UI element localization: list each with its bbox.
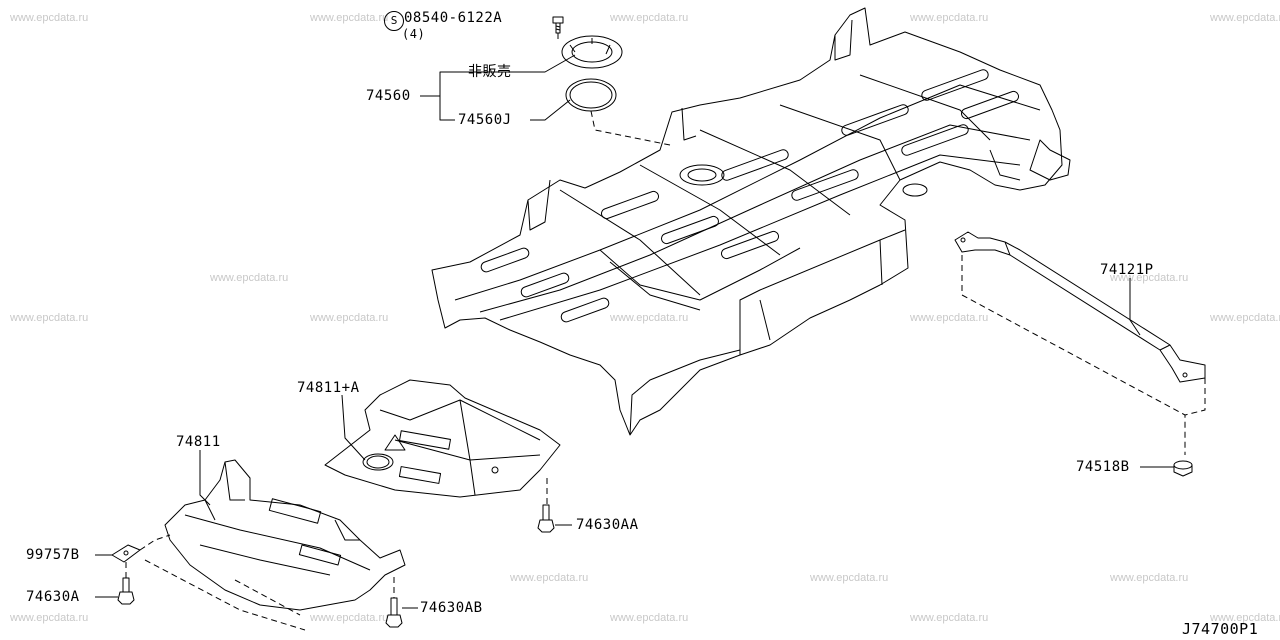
dashed-lines — [125, 33, 1206, 631]
watermark: www.epcdata.ru — [10, 612, 89, 624]
watermark: www.epcdata.ru — [610, 12, 689, 24]
screw-drawing — [552, 16, 564, 34]
watermark: www.epcdata.ru — [1210, 12, 1280, 24]
watermark: www.epcdata.ru — [910, 312, 989, 324]
nut-drawing — [1173, 460, 1193, 477]
watermark: www.epcdata.ru — [910, 612, 989, 624]
watermark: www.epcdata.ru — [310, 12, 389, 24]
diagram-code: J74700P1 — [1182, 620, 1259, 638]
watermark: www.epcdata.ru — [810, 572, 889, 584]
part-number-74121p: 74121P — [1100, 262, 1154, 278]
bolt-ab-drawing — [385, 597, 403, 628]
watermark: www.epcdata.ru — [310, 612, 389, 624]
screw-symbol: S — [384, 11, 404, 31]
part-number-99757b: 99757B — [26, 547, 80, 563]
leader-lines — [95, 54, 1174, 609]
watermark: www.epcdata.ru — [610, 612, 689, 624]
watermark: www.epcdata.ru — [910, 12, 989, 24]
part-number-74630aa: 74630AA — [576, 517, 639, 533]
floor-member-drawing — [954, 231, 1206, 383]
watermark: www.epcdata.ru — [1210, 612, 1280, 624]
part-number-74560j: 74560J — [458, 112, 512, 128]
grommet-drawing — [561, 35, 623, 69]
part-number-74630a: 74630A — [26, 589, 80, 605]
watermark: www.epcdata.ru — [10, 312, 89, 324]
grommet-seal-drawing — [565, 78, 617, 112]
part-number-74811: 74811 — [176, 434, 221, 450]
floor-panel-drawing — [431, 7, 1071, 436]
screw-part-number: 08540-6122A — [404, 10, 503, 26]
watermark: www.epcdata.ru — [10, 12, 89, 24]
watermark: www.epcdata.ru — [1210, 312, 1280, 324]
screw-quantity: (4) — [402, 27, 426, 41]
watermark: www.epcdata.ru — [610, 312, 689, 324]
bolt-a-drawing — [117, 577, 135, 605]
watermark: www.epcdata.ru — [310, 312, 389, 324]
not-for-sale-label: 非販売 — [468, 64, 512, 80]
watermark: www.epcdata.ru — [1110, 572, 1189, 584]
rear-undercover-drawing — [324, 379, 561, 498]
clip-drawing — [111, 544, 141, 563]
bolt-aa-drawing — [537, 504, 555, 533]
watermark: www.epcdata.ru — [510, 572, 589, 584]
part-number-74518b: 74518B — [1076, 459, 1130, 475]
part-number-74560: 74560 — [366, 88, 411, 104]
front-undercover-drawing — [164, 459, 406, 611]
part-number-74811-a: 74811+A — [297, 380, 360, 396]
part-number-74630ab: 74630AB — [420, 600, 483, 616]
watermark: www.epcdata.ru — [210, 272, 289, 284]
